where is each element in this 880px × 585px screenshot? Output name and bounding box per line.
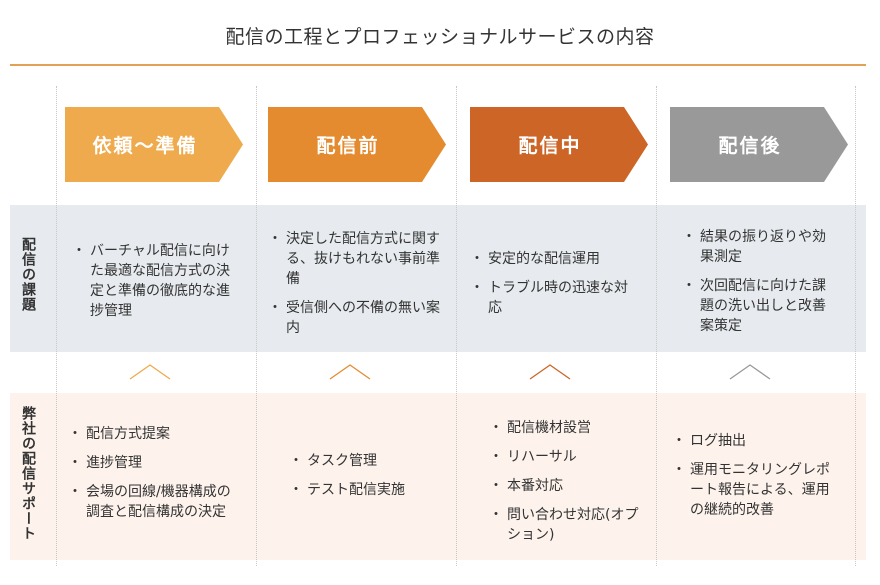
list-item: 進捗管理 xyxy=(68,453,242,473)
phase-label: 配信中 xyxy=(518,135,582,157)
phase-arrow-request: 依頼〜準備 xyxy=(65,107,243,182)
arrow-shape-icon xyxy=(268,107,446,182)
phase-label: 配信前 xyxy=(316,135,380,157)
issues-list-request: バーチャル配信に向けた最適な配信方式の決定と準備の徹底的な進捗管理 xyxy=(72,241,232,330)
list-item: 本番対応 xyxy=(489,476,643,496)
title-divider xyxy=(10,64,866,66)
issues-list-during: 安定的な配信運用 トラブル時の迅速な対応 xyxy=(470,249,634,327)
list-item: 次回配信に向けた課題の洗い出しと改善案策定 xyxy=(682,276,836,336)
list-item: 決定した配信方式に関する、抜けもれない事前準備 xyxy=(268,229,440,289)
list-item: 結果の振り返りや効果測定 xyxy=(682,227,836,267)
support-list-before: タスク管理 テスト配信実施 xyxy=(289,451,443,509)
column-divider xyxy=(56,86,57,566)
chevron-up-icon xyxy=(529,364,571,380)
list-item: トラブル時の迅速な対応 xyxy=(470,278,634,318)
column-divider xyxy=(656,86,657,566)
arrow-shape-icon xyxy=(670,107,848,182)
arrow-shape-icon xyxy=(65,107,243,182)
issues-list-before: 決定した配信方式に関する、抜けもれない事前準備 受信側への不備の無い案内 xyxy=(268,229,440,347)
phase-arrow-after: 配信後 xyxy=(670,107,848,182)
list-item: 運用モニタリングレポート報告による、運用の継続的改善 xyxy=(672,460,836,520)
chevron-up-icon xyxy=(129,364,171,380)
row-label-support: 弊社の配信サポート xyxy=(20,406,36,541)
column-divider xyxy=(855,86,856,566)
arrow-shape-icon xyxy=(470,107,648,182)
list-item: 受信側への不備の無い案内 xyxy=(268,298,440,338)
list-item: 配信機材設営 xyxy=(489,418,643,438)
list-item: 安定的な配信運用 xyxy=(470,249,634,269)
list-item: タスク管理 xyxy=(289,451,443,471)
list-item: 会場の回線/機器構成の調査と配信構成の決定 xyxy=(68,482,242,522)
list-item: バーチャル配信に向けた最適な配信方式の決定と準備の徹底的な進捗管理 xyxy=(72,241,232,321)
list-item: テスト配信実施 xyxy=(289,480,443,500)
support-list-after: ログ抽出 運用モニタリングレポート報告による、運用の継続的改善 xyxy=(672,431,836,529)
column-divider xyxy=(456,86,457,566)
support-list-during: 配信機材設営 リハーサル 本番対応 問い合わせ対応(オプション) xyxy=(489,418,643,554)
column-divider xyxy=(256,86,257,566)
phase-label: 依頼〜準備 xyxy=(92,135,198,157)
chevron-up-icon xyxy=(329,364,371,380)
chevron-up-icon xyxy=(729,364,771,380)
list-item: リハーサル xyxy=(489,447,643,467)
phase-arrow-during: 配信中 xyxy=(470,107,648,182)
list-item: 問い合わせ対応(オプション) xyxy=(489,505,643,545)
phase-label: 配信後 xyxy=(718,135,782,157)
support-list-request: 配信方式提案 進捗管理 会場の回線/機器構成の調査と配信構成の決定 xyxy=(68,424,242,531)
list-item: ログ抽出 xyxy=(672,431,836,451)
row-label-issues: 配信の課題 xyxy=(20,237,36,312)
phase-arrow-before: 配信前 xyxy=(268,107,446,182)
list-item: 配信方式提案 xyxy=(68,424,242,444)
page-title: 配信の工程とプロフェッショナルサービスの内容 xyxy=(225,26,655,48)
issues-list-after: 結果の振り返りや効果測定 次回配信に向けた課題の洗い出しと改善案策定 xyxy=(682,227,836,345)
